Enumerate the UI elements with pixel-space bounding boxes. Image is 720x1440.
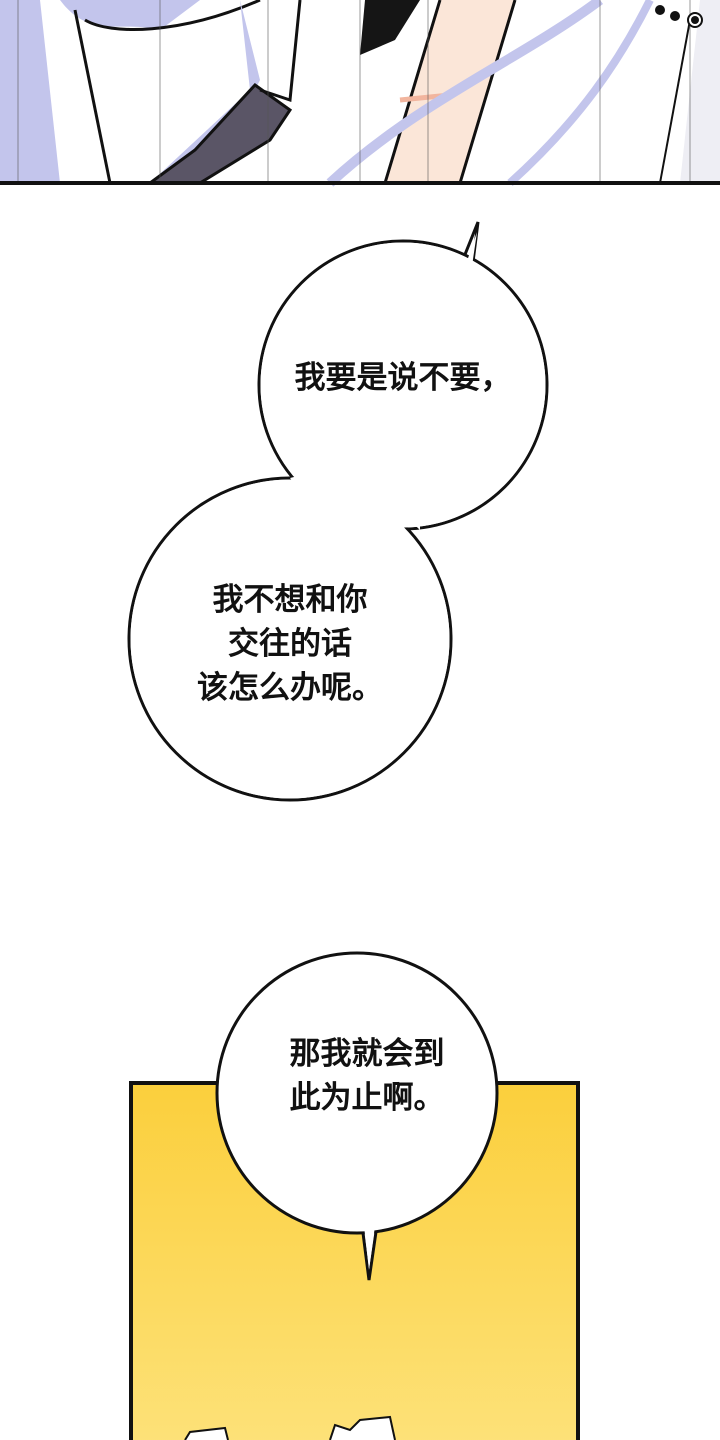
speech-bubble-3 [215,951,499,1281]
bubble-line: 交往的话 [228,626,352,662]
bubble-2-text: 我不想和你 交往的话 该怎么办呢。 [150,578,430,710]
bubble-line: 我要是说不要， [294,360,512,396]
bubble-line: 那我就会到 [289,1036,445,1072]
bubble-line: 此为止啊。 [289,1080,445,1116]
speech-bubble-merged [127,221,549,802]
bubble-3-text: 那我就会到 此为止啊。 [227,1032,507,1120]
sfx-lettering [184,1415,396,1440]
bubble-line: 该怎么办呢。 [197,670,383,706]
bubble-line: 我不想和你 [212,582,368,618]
bubble-1-text: 我要是说不要， [255,356,551,400]
top-panel [0,0,720,187]
sfx-dots [655,5,703,28]
